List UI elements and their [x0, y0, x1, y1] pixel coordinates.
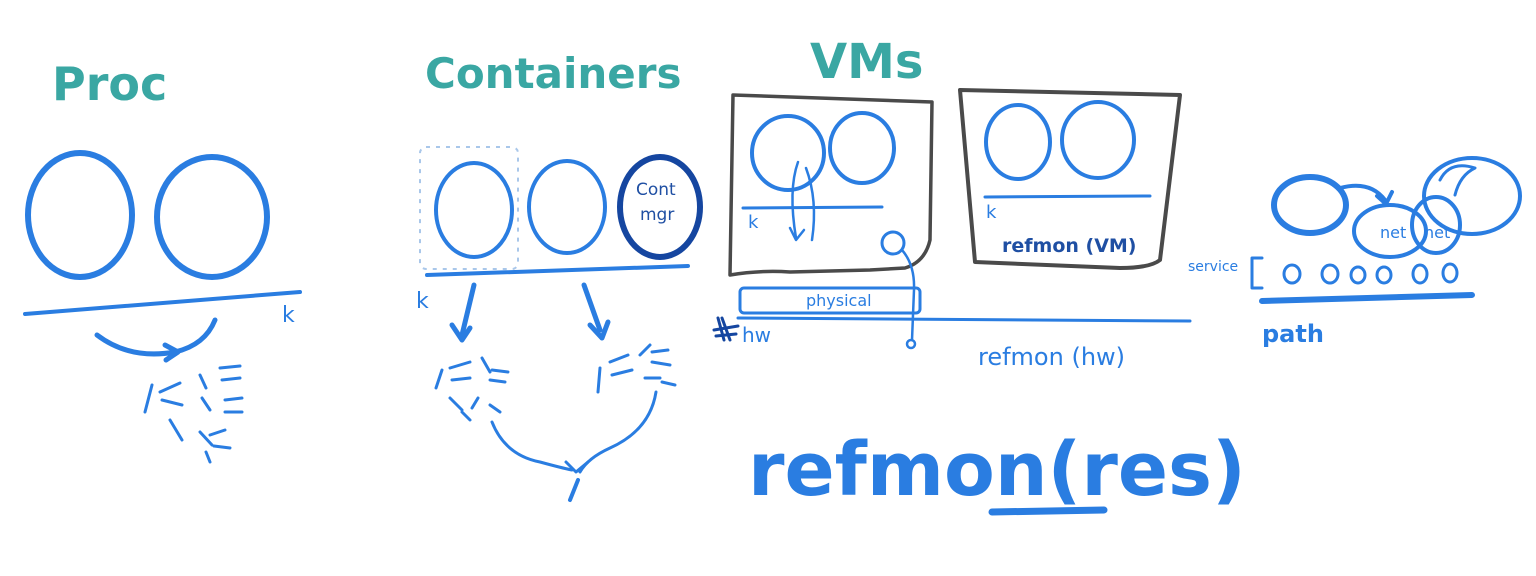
vms-title: VMs — [810, 34, 923, 90]
vm1-box — [728, 93, 934, 277]
path-label: path — [1262, 320, 1324, 348]
physical-box — [738, 286, 922, 315]
vm2-box — [958, 88, 1182, 270]
vm2-circle-left — [984, 103, 1052, 181]
refmon-res-underline — [988, 506, 1108, 516]
hw-scribble — [712, 316, 740, 342]
proc-arrow — [94, 317, 218, 357]
hw-label: hw — [742, 323, 771, 347]
vm1-device-circle — [880, 230, 906, 256]
containers-kernel-line — [425, 264, 690, 277]
net-bubble-2 — [1410, 195, 1462, 255]
proc-section: Proc k — [23, 57, 302, 464]
vms-section: VMs k k refmon (VM) physical hw refmon (… — [712, 34, 1192, 371]
vm1-syscall-loop — [791, 160, 816, 242]
vm1-kernel-label: k — [748, 212, 759, 233]
net-cloud-right — [1422, 156, 1522, 236]
vm1-circle-right — [828, 111, 896, 185]
containers-kernel-label: k — [416, 289, 429, 314]
containers-merge-head — [564, 460, 590, 474]
containers-merge-tail — [568, 478, 580, 502]
refmon-res-label: refmon(res) — [748, 427, 1246, 513]
net-node-left — [1271, 174, 1349, 236]
container-circle-1 — [434, 161, 514, 259]
vm1-device-endpoint — [905, 338, 917, 350]
vm2-refmon-label: refmon (VM) — [1002, 235, 1137, 257]
container-dashed-box — [419, 146, 519, 270]
service-base-line — [1259, 292, 1475, 304]
containers-title: Containers — [425, 49, 682, 98]
net-label-1: net — [1380, 223, 1406, 242]
proc-kernel-line — [23, 290, 302, 316]
containers-section: Containers Cont mgr k — [416, 49, 703, 502]
refmon-res-section: refmon(res) — [748, 427, 1246, 516]
network-section: net net service path — [1188, 156, 1522, 348]
service-slots — [1282, 262, 1459, 285]
hw-line — [736, 316, 1192, 323]
vm1-syscall-head — [788, 226, 806, 242]
vm1-device-line — [900, 248, 916, 342]
refmon-hw-label: refmon (hw) — [978, 343, 1125, 371]
containers-merge-left — [490, 420, 574, 472]
containers-arrow-right-head — [587, 319, 611, 341]
containers-arrow-left — [459, 282, 477, 338]
proc-title: Proc — [52, 57, 167, 111]
net-bubble-1 — [1352, 203, 1428, 259]
vm2-circle-right — [1060, 100, 1136, 180]
net-label-2: net — [1424, 223, 1450, 242]
vm1-circle-left — [750, 114, 826, 192]
proc-kernel-label: k — [282, 303, 295, 328]
cont-mgr-line-1: Cont — [636, 180, 676, 200]
proc-arrow-head — [162, 342, 181, 363]
container-manager-circle — [617, 154, 703, 260]
containers-merge-right — [578, 390, 658, 474]
cont-mgr-line-2: mgr — [640, 205, 674, 225]
proc-circle-left — [25, 150, 135, 280]
service-bracket — [1250, 256, 1264, 290]
proc-circle-right — [154, 154, 270, 280]
containers-arrow-left-head — [449, 322, 473, 343]
physical-label: physical — [806, 291, 872, 310]
net-cloud-swirl — [1438, 164, 1477, 197]
service-label: service — [1188, 259, 1238, 275]
proc-burst — [143, 364, 244, 464]
vm1-kernel-line — [741, 205, 884, 210]
containers-arrow-right — [581, 282, 603, 333]
containers-burst-left — [434, 356, 510, 422]
vm2-kernel-line — [983, 194, 1152, 199]
net-arrow — [1338, 183, 1387, 202]
containers-burst-right — [596, 343, 677, 394]
container-circle-2 — [527, 159, 607, 255]
vm2-kernel-label: k — [986, 202, 997, 223]
